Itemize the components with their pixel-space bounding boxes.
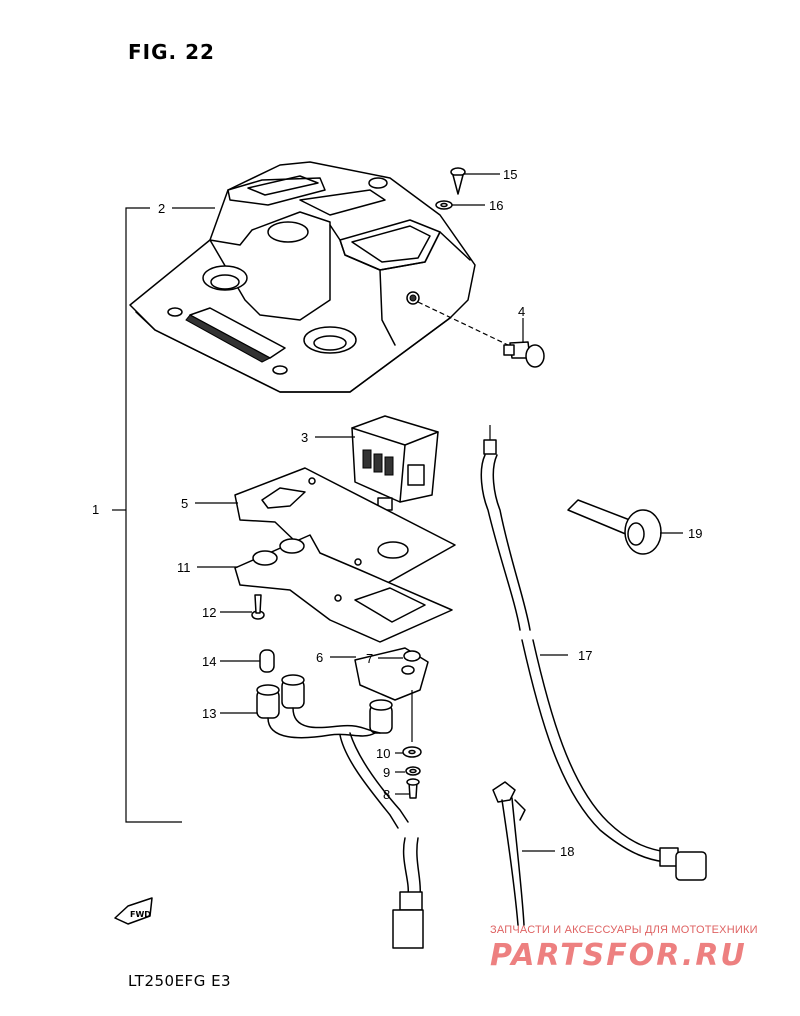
part-screw-8 [406, 778, 420, 799]
callout-12: 12 [202, 605, 216, 620]
part-bracket-6 [354, 647, 429, 742]
part-harness [256, 674, 424, 949]
callout-8: 8 [383, 787, 390, 802]
part-screw-15 [450, 167, 466, 195]
callout-9: 9 [383, 765, 390, 780]
fwd-label: FWD [130, 910, 151, 919]
watermark-logo: PARTSFOR.RU [490, 938, 747, 973]
part-clamp [567, 499, 662, 555]
assembly-bracket [125, 207, 182, 823]
callout-2: 2 [158, 201, 165, 216]
callout-7: 7 [366, 651, 373, 666]
part-bulb [259, 649, 275, 673]
callout-6: 6 [316, 650, 323, 665]
callout-15: 15 [503, 167, 517, 182]
callout-labels: 1 2 3 4 5 6 7 8 9 10 11 12 13 14 15 16 1… [92, 167, 702, 859]
part-washer-16 [435, 200, 453, 210]
part-cable-tie [492, 781, 526, 926]
part-washer-9 [405, 766, 421, 776]
callout-11: 11 [177, 560, 191, 575]
figure-title: FIG. 22 [128, 40, 215, 64]
part-cable [480, 425, 707, 881]
leader-lines [172, 173, 683, 852]
part-plate-11 [234, 534, 453, 643]
callout-1: 1 [92, 502, 99, 517]
callout-5: 5 [181, 496, 188, 511]
watermark-text: ЗАПЧАСТИ И АКСЕССУАРЫ ДЛЯ МОТОТЕХНИКИ [490, 924, 758, 936]
callout-16: 16 [489, 198, 503, 213]
callout-18: 18 [560, 844, 574, 859]
callout-13: 13 [202, 706, 216, 721]
callout-10: 10 [376, 746, 390, 761]
model-code: LT250EFG E3 [128, 972, 232, 990]
part-meter-case [129, 161, 476, 393]
callout-17: 17 [578, 648, 592, 663]
callout-4: 4 [518, 304, 525, 319]
callout-14: 14 [202, 654, 216, 669]
part-washer-10 [402, 746, 422, 758]
callout-19: 19 [688, 526, 702, 541]
part-knob [417, 301, 545, 368]
fwd-arrow-icon: FWD [114, 897, 153, 925]
part-screw-12 [251, 594, 265, 620]
callout-3: 3 [301, 430, 308, 445]
part-switch [351, 415, 439, 511]
